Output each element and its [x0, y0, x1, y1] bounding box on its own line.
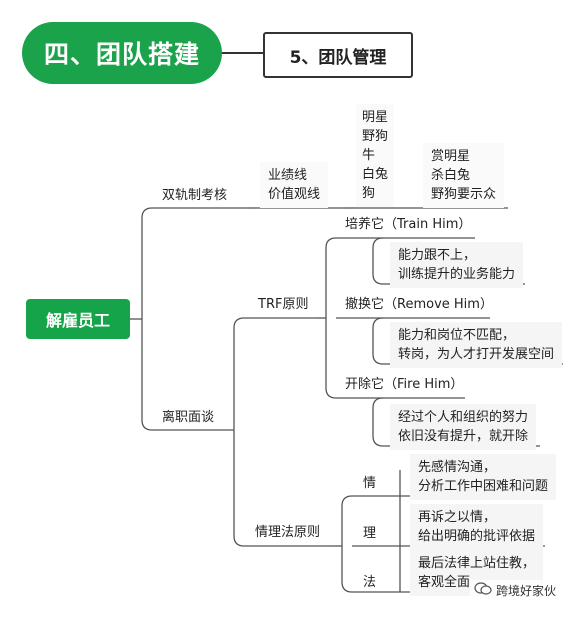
watermark: 跨境好家伙 — [470, 580, 561, 601]
action-kill-rabbit: 杀白兔 — [431, 168, 471, 183]
qingli-label[interactable]: 情理法原则 — [255, 525, 321, 540]
note-line: 经过个人和组织的努力 — [398, 410, 529, 425]
trf-note-remove: 能力和岗位不匹配， 转岗，为人才打开发展空间 — [390, 322, 563, 368]
qingli-note-qing: 先感情沟通， 分析工作中困难和问题 — [410, 454, 557, 500]
qingli-item-li[interactable]: 理 — [363, 526, 377, 541]
dual-lines-box: 业绩线 价值观线 — [260, 162, 329, 208]
note-line: 依旧没有提升，就开除 — [398, 429, 529, 444]
trf-item-fire[interactable]: 开除它（Fire Him） — [345, 377, 464, 392]
root-label: 解雇员工 — [45, 311, 110, 330]
root-node[interactable]: 解雇员工 — [26, 299, 130, 339]
note-line: 客观全面 — [418, 575, 471, 590]
category-ox: 牛 — [362, 148, 376, 163]
category-white-rabbit: 白兔 — [362, 167, 389, 182]
category-dog: 狗 — [362, 186, 376, 201]
note-line: 分析工作中困难和问题 — [418, 479, 549, 494]
watermark-text: 跨境好家伙 — [496, 584, 557, 598]
section-title: 四、团队搭建 — [43, 40, 200, 69]
note-line: 能力跟不上， — [398, 248, 477, 263]
qingli-item-fa[interactable]: 法 — [363, 575, 377, 590]
trf-item-remove[interactable]: 撤换它（Remove Him） — [345, 297, 493, 312]
qingli-item-qing[interactable]: 情 — [363, 476, 377, 491]
note-line: 最后法律上站住教， — [418, 556, 536, 571]
qingli-note-li: 再诉之以情， 给出明确的批评依据 — [410, 504, 544, 550]
subsection-title: 5、团队管理 — [289, 47, 387, 68]
branch-interview-label[interactable]: 离职面谈 — [162, 410, 215, 425]
trf-note-fire: 经过个人和组织的努力 依旧没有提升，就开除 — [390, 404, 537, 450]
action-expose-wild-dog: 野狗要示众 — [431, 187, 497, 202]
action-reward-star: 赏明星 — [431, 149, 471, 164]
branch-dual-label[interactable]: 双轨制考核 — [162, 188, 228, 203]
category-wild-dog: 野狗 — [362, 129, 389, 144]
dual-line-values: 价值观线 — [268, 187, 321, 202]
trf-note-train: 能力跟不上， 训练提升的业务能力 — [390, 242, 524, 288]
section-title-pill: 四、团队搭建 — [22, 22, 222, 84]
note-line: 转岗，为人才打开发展空间 — [398, 347, 555, 362]
subsection-title-box: 5、团队管理 — [263, 32, 413, 78]
note-line: 能力和岗位不匹配， — [398, 328, 516, 343]
note-line: 先感情沟通， — [418, 460, 497, 475]
category-box: 明星 野狗 牛 白兔 狗 — [356, 104, 395, 207]
note-line: 训练提升的业务能力 — [398, 267, 516, 282]
trf-label[interactable]: TRF原则 — [258, 297, 309, 312]
note-line: 再诉之以情， — [418, 510, 497, 525]
trf-item-train[interactable]: 培养它（Train Him） — [345, 217, 472, 232]
chat-bubble-icon — [474, 582, 492, 599]
action-box: 赏明星 杀白兔 野狗要示众 — [423, 143, 505, 208]
dual-line-performance: 业绩线 — [268, 168, 308, 183]
category-star: 明星 — [362, 110, 389, 125]
note-line: 给出明确的批评依据 — [418, 529, 536, 544]
